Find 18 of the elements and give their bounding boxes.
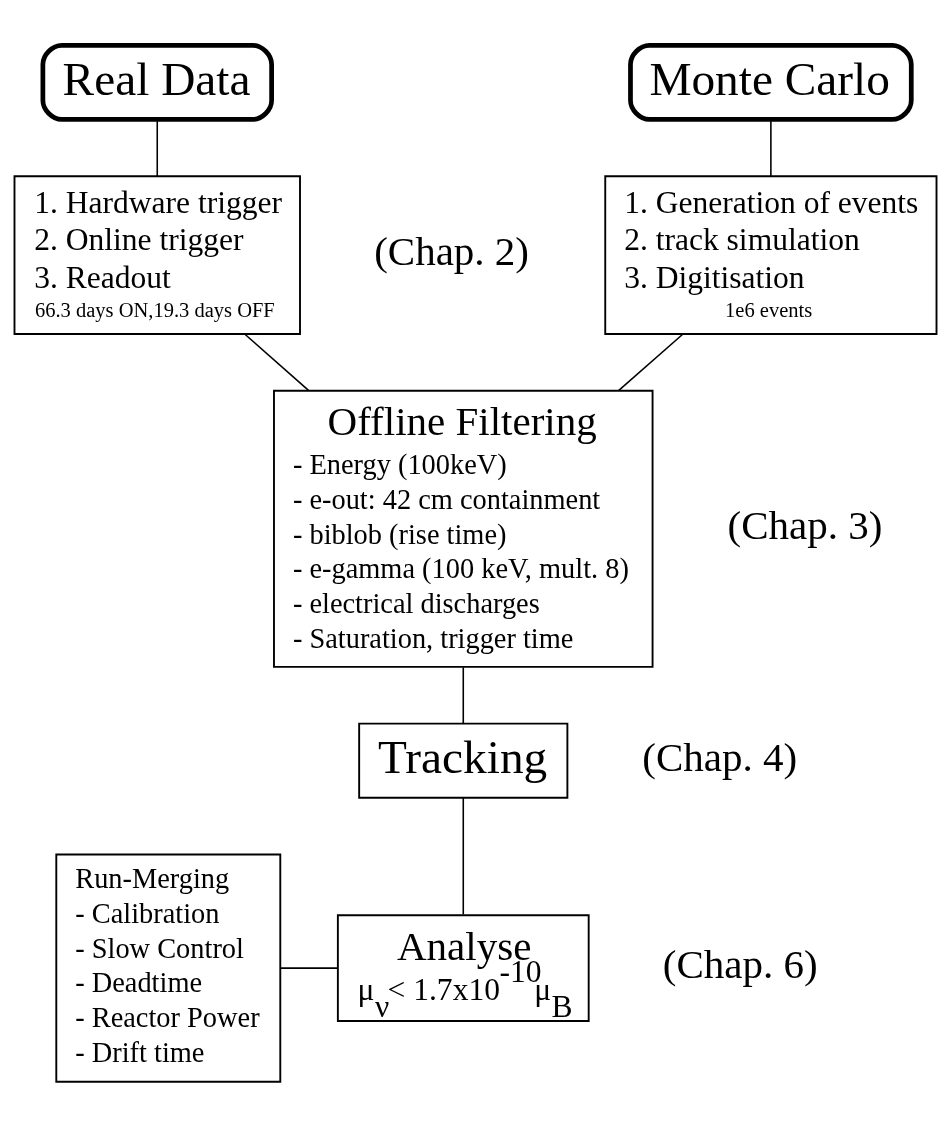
label: (Chap. 2) bbox=[374, 227, 530, 274]
node-box: 1. Hardware trigger 2. Online trigger 3. Readout 66.3 days ON,19.3 days OFF bbox=[13, 174, 301, 335]
connector bbox=[244, 332, 310, 391]
connector bbox=[462, 666, 465, 724]
connector bbox=[279, 966, 339, 969]
connector bbox=[770, 118, 772, 177]
connector bbox=[462, 796, 465, 915]
connector bbox=[618, 332, 684, 391]
label: (Chap. 4) bbox=[642, 733, 798, 780]
node-box: Real Data bbox=[40, 42, 274, 122]
label: (Chap. 6) bbox=[662, 940, 818, 987]
connector bbox=[156, 118, 159, 177]
label: (Chap. 3) bbox=[727, 501, 883, 548]
node-box: Tracking bbox=[358, 722, 569, 799]
node-box: 1. Generation of events 2. track simulation 3. Digitisation 1e6 events bbox=[604, 174, 938, 335]
node-box: Run-Merging - Calibration - Slow Control - Deadtime - Reactor Power - Drift time bbox=[55, 853, 282, 1083]
node-box: Monte Carlo bbox=[628, 42, 914, 122]
node-box: Offline Filtering - Energy (100keV) - e-out: 42 cm containment - biblob (rise time) - e-gamma (100 keV, mult. 8) - electrical discharges - Saturation, trigger time bbox=[273, 389, 654, 668]
